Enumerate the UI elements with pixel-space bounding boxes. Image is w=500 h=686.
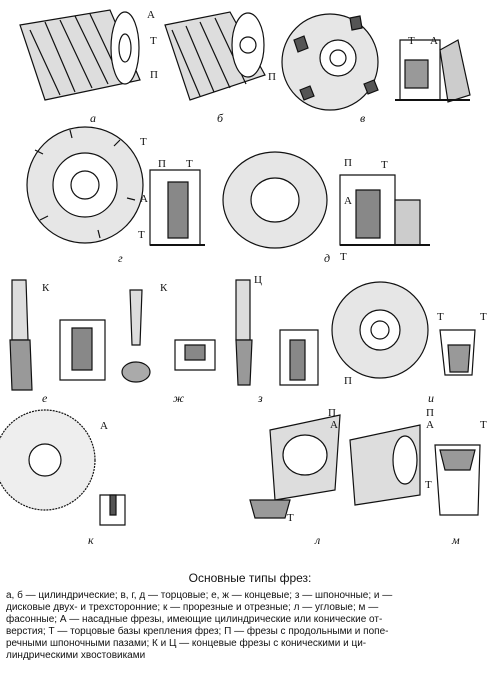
label-K-e: К — [42, 282, 50, 294]
cutter-e-drawing — [9, 279, 106, 391]
subfig-b: б — [217, 111, 224, 125]
label-T-g: Т — [140, 136, 147, 148]
caption-line-3: фасонные; А — насадные фрезы, имеющие ци… — [6, 614, 383, 625]
cutter-g-drawing — [26, 126, 205, 246]
cutter-m-drawing — [349, 424, 481, 516]
caption-line-1: а, б — цилиндрические; в, г, д — торцовы… — [6, 590, 393, 601]
label-A-a: А — [147, 9, 155, 21]
subfig-k: к — [88, 533, 94, 547]
label-T-m: Т — [480, 419, 487, 431]
subfig-a: а — [90, 111, 96, 125]
label-P-d: П — [344, 157, 352, 169]
caption-title: Основные типы фрез: — [188, 571, 312, 585]
subfig-zh: ж — [173, 391, 185, 405]
subfig-e: е — [42, 391, 48, 405]
cutter-b-drawing — [164, 11, 266, 101]
subfig-m: м — [452, 533, 460, 547]
cutter-a-drawing — [19, 9, 141, 101]
subfig-z: з — [258, 391, 263, 405]
label-A-v: А — [430, 35, 438, 47]
cutter-l-drawing — [249, 414, 341, 519]
cutter-v-drawing — [281, 13, 471, 111]
label-T-i2: Т — [480, 311, 487, 323]
caption-line-6: линдрическими хвостовиками — [6, 650, 146, 661]
label-T-g2: Т — [138, 229, 145, 241]
cutter-zh-drawing — [121, 289, 216, 383]
label-P-b: П — [268, 71, 276, 83]
label-A-d: А — [344, 195, 352, 207]
cutter-i-drawing — [331, 281, 476, 379]
subfig-l: л — [315, 533, 321, 547]
subfig-g: г — [118, 251, 123, 265]
label-T-d: Т — [381, 159, 388, 171]
label-T-a: Т — [150, 35, 157, 47]
cutters-drawing — [0, 9, 481, 526]
label-A-l: А — [330, 419, 338, 431]
cutter-d-drawing — [222, 151, 430, 249]
label-P-m: П — [426, 407, 434, 419]
milling-cutters-figure: А Т П П Т А Т А Т П Т П Т А Т К К Ц П Т … — [0, 9, 487, 547]
label-P-a: П — [150, 69, 158, 81]
label-T-i: Т — [437, 311, 444, 323]
caption-line-5: речными шпоночными пазами; К и Ц — конце… — [6, 638, 367, 649]
label-P-i: П — [344, 375, 352, 387]
label-A-g: А — [140, 193, 148, 205]
cutter-k-drawing — [0, 409, 126, 526]
label-P-g: П — [158, 158, 166, 170]
subfig-i: и — [428, 391, 434, 405]
label-C-z: Ц — [254, 274, 262, 286]
caption-body: а, б — цилиндрические; в, г, д — торцовы… — [6, 590, 492, 662]
label-A-m: А — [426, 419, 434, 431]
label-A-k: А — [100, 420, 108, 432]
cutter-z-drawing — [235, 279, 319, 386]
label-T-l: Т — [287, 512, 294, 524]
label-P-l: П — [328, 407, 336, 419]
subfig-d: д — [324, 251, 331, 265]
subfig-v: в — [360, 111, 366, 125]
label-T-d2: Т — [340, 251, 347, 263]
caption-line-4: верстия; Т — торцовые базы крепления фре… — [6, 626, 389, 637]
caption-line-2: дисковые двух- и трехсторонние; к — прор… — [6, 602, 379, 613]
label-T-m2: Т — [425, 479, 432, 491]
label-T-v: Т — [408, 35, 415, 47]
label-T-g3: Т — [186, 158, 193, 170]
label-K-zh: К — [160, 282, 168, 294]
